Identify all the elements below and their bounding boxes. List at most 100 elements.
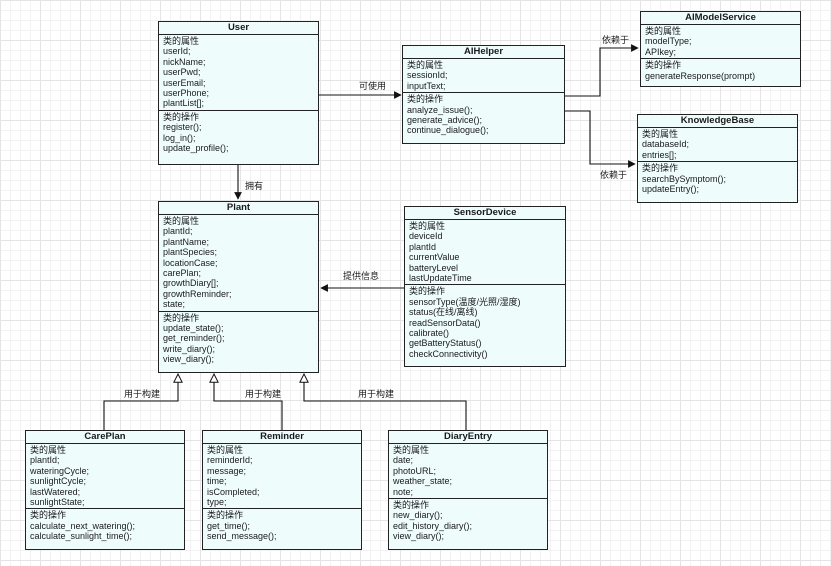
attribute: lastWatered; bbox=[30, 486, 81, 497]
operation: write_diary(); bbox=[163, 343, 216, 354]
attribute: nickName; bbox=[163, 56, 206, 67]
attribute: sessionId; bbox=[407, 70, 448, 81]
operation: searchBySymptom(); bbox=[642, 173, 727, 184]
operation: checkConnectivity() bbox=[409, 348, 488, 359]
attributes-heading: 类的属性 bbox=[409, 221, 446, 231]
label-aihelper-knowledgebase: 依赖于 bbox=[600, 170, 628, 180]
operations-heading: 类的操作 bbox=[393, 500, 430, 511]
attribute: photoURL; bbox=[393, 465, 437, 476]
operation: continue_dialogue(); bbox=[407, 125, 489, 136]
attribute: plantSpecies; bbox=[163, 247, 218, 258]
operation: getBatteryStatus() bbox=[409, 338, 482, 349]
operation: send_message(); bbox=[207, 531, 277, 542]
attributes-heading: 类的属性 bbox=[393, 445, 430, 455]
operations-heading: 类的操作 bbox=[645, 60, 682, 71]
class-name: CarePlan bbox=[26, 431, 184, 444]
label-user-plant: 拥有 bbox=[245, 181, 264, 191]
attributes-heading: 类的属性 bbox=[163, 36, 200, 46]
label-sensordevice-plant: 提供信息 bbox=[343, 271, 380, 281]
attribute: note; bbox=[393, 486, 414, 497]
operation: calculate_next_watering(); bbox=[30, 520, 136, 531]
attribute: reminderId; bbox=[207, 455, 253, 466]
operation: generateResponse(prompt) bbox=[645, 70, 756, 81]
attribute: growthDiary[]; bbox=[163, 278, 219, 289]
attribute: time; bbox=[207, 476, 227, 487]
attribute: APIkey; bbox=[645, 46, 677, 57]
edge-aihelper-aimodelservice bbox=[565, 44, 639, 97]
attribute: growthReminder; bbox=[163, 288, 232, 299]
attribute: carePlan; bbox=[163, 268, 202, 279]
attribute: lastUpdateTime bbox=[409, 273, 472, 284]
attribute: sunlightState; bbox=[30, 497, 85, 508]
edge-aihelper-knowledgebase bbox=[565, 110, 636, 168]
edge-careplan-plant bbox=[103, 374, 178, 430]
attribute: plantId; bbox=[30, 455, 60, 466]
operation: updateEntry(); bbox=[642, 184, 700, 195]
attribute: userEmail; bbox=[163, 77, 206, 88]
attributes-heading: 类的属性 bbox=[407, 60, 444, 70]
operation: calibrate() bbox=[409, 328, 450, 339]
operation: new_diary(); bbox=[393, 510, 443, 521]
class-name: Plant bbox=[159, 202, 318, 215]
attributes-heading: 类的属性 bbox=[645, 26, 682, 36]
attribute: userPhone; bbox=[163, 88, 210, 99]
attributes-heading: 类的属性 bbox=[163, 216, 200, 226]
attribute: plantId; bbox=[163, 226, 193, 237]
edge-reminder-plant bbox=[214, 374, 283, 430]
operations-heading: 类的操作 bbox=[163, 312, 200, 323]
operations-heading: 类的操作 bbox=[207, 510, 244, 521]
attribute: modelType; bbox=[645, 36, 692, 47]
label-diaryentry-plant: 用于构建 bbox=[358, 389, 395, 399]
attribute: inputText; bbox=[407, 80, 446, 91]
operations-heading: 类的操作 bbox=[163, 111, 200, 122]
operation: get_reminder(); bbox=[163, 333, 225, 344]
operation: readSensorData() bbox=[409, 317, 481, 328]
attribute: plantId bbox=[409, 241, 437, 252]
operation: log_in(); bbox=[163, 132, 196, 143]
operation: status(在线/离线) bbox=[409, 307, 478, 318]
edge-diaryentry-plant bbox=[304, 374, 467, 430]
attribute: entries[]; bbox=[642, 149, 677, 160]
attribute: plantList[]; bbox=[163, 98, 205, 109]
attribute: message; bbox=[207, 465, 247, 476]
operation: generate_advice(); bbox=[407, 115, 483, 126]
attribute: deviceId bbox=[409, 231, 443, 242]
attributes-heading: 类的属性 bbox=[30, 445, 67, 455]
label-careplan-plant: 用于构建 bbox=[124, 389, 161, 399]
operation: get_time(); bbox=[207, 520, 251, 531]
attribute: plantName; bbox=[163, 236, 210, 247]
attribute: locationCase; bbox=[163, 257, 218, 268]
attribute: state; bbox=[163, 299, 186, 310]
class-name: SensorDevice bbox=[405, 207, 565, 220]
class-name: User bbox=[159, 22, 318, 35]
class-name: AIModelService bbox=[641, 12, 800, 25]
operations-heading: 类的操作 bbox=[642, 163, 679, 174]
operation: analyze_issue(); bbox=[407, 104, 473, 115]
operations-heading: 类的操作 bbox=[407, 94, 444, 105]
attribute: currentValue bbox=[409, 252, 460, 263]
operation: update_state(); bbox=[163, 323, 224, 334]
operation: sensorType(温度/光照/湿度) bbox=[409, 296, 521, 307]
class-name: KnowledgeBase bbox=[638, 115, 797, 128]
